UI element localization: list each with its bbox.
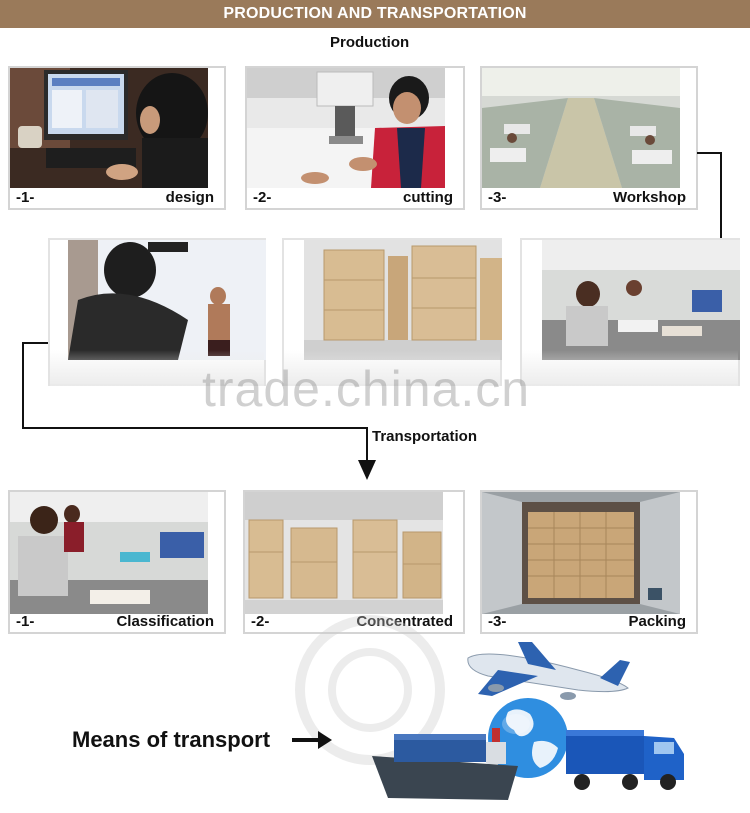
arrow-down-icon — [358, 460, 376, 480]
step-caption: -2- cutting — [247, 188, 463, 208]
flow-connector — [22, 427, 368, 429]
truck-icon — [566, 730, 684, 790]
step-number: -3- — [488, 613, 507, 630]
step-name: design — [165, 189, 214, 206]
boxes-photo — [304, 240, 502, 360]
globe-icon — [488, 698, 568, 778]
flow-connector — [22, 342, 24, 428]
production-photo-packing — [520, 238, 740, 386]
classification-photo — [10, 492, 208, 614]
production-step-design: -1- design — [8, 66, 226, 210]
watermark-text: trade.china.cn — [202, 361, 531, 417]
step-number: -2- — [253, 189, 272, 206]
transportation-label: Transportation — [372, 428, 478, 445]
step-number: -1- — [16, 189, 35, 206]
step-name: Concentrated — [356, 613, 453, 630]
step-caption: -1- design — [10, 188, 224, 208]
page-title: PRODUCTION AND TRANSPORTATION — [223, 5, 527, 22]
step-name: Workshop — [612, 189, 686, 206]
photo-fade — [284, 350, 500, 386]
cutting-photo — [247, 68, 445, 188]
step-number: -1- — [16, 613, 35, 630]
step-caption: -3- Packing — [482, 612, 696, 632]
flow-connector — [720, 152, 722, 238]
cargo-ship-icon — [372, 728, 518, 800]
transport-step-packing: -3- Packing — [480, 490, 698, 634]
packing-photo — [542, 240, 740, 360]
step-caption: -1- Classification — [10, 612, 224, 632]
production-step-workshop: -3- Workshop — [480, 66, 698, 210]
photo-fade — [50, 350, 264, 386]
arrow-right-icon — [292, 731, 332, 749]
design-photo — [10, 68, 208, 188]
transport-step-classification: -1- Classification — [8, 490, 226, 634]
flow-connector — [366, 427, 368, 463]
transport-illustration — [372, 642, 684, 800]
step-number: -2- — [251, 613, 270, 630]
flow-connector — [697, 152, 721, 154]
step-name: Classification — [116, 613, 214, 630]
step-number: -3- — [488, 189, 507, 206]
airplane-icon — [467, 642, 630, 700]
production-step-cutting: -2- cutting — [245, 66, 465, 210]
flow-connector — [22, 342, 48, 344]
production-photo-boxes — [282, 238, 502, 386]
production-photo-model — [48, 238, 266, 386]
transport-step-concentrated: -2- Concentrated — [243, 490, 465, 634]
workshop-photo — [482, 68, 680, 188]
step-name: cutting — [403, 189, 453, 206]
container-photo — [482, 492, 680, 614]
concentrated-photo — [245, 492, 443, 614]
model-photo — [68, 240, 266, 360]
step-caption: -3- Workshop — [482, 188, 696, 208]
logo-watermark — [295, 615, 445, 765]
photo-fade — [522, 350, 738, 386]
header-bar — [0, 0, 750, 28]
step-name: Packing — [628, 613, 686, 630]
means-of-transport-label: Means of transport — [72, 727, 271, 752]
step-caption: -2- Concentrated — [245, 612, 463, 632]
production-label: Production — [330, 34, 410, 51]
